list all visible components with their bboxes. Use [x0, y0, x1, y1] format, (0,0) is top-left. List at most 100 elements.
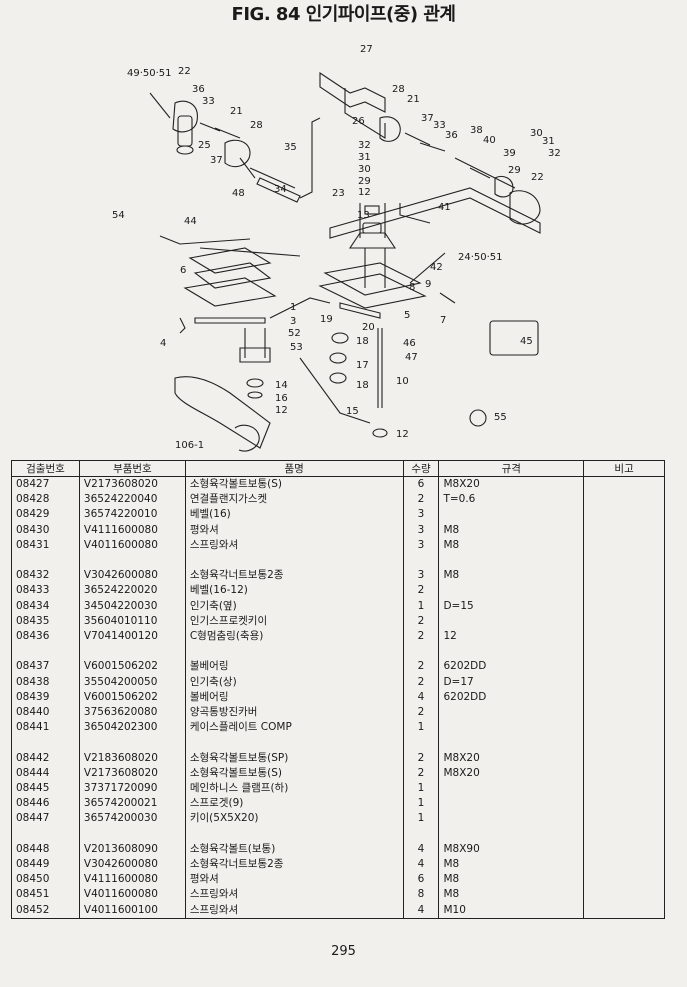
cell-name: 볼베어링: [184, 689, 404, 706]
group-spacer-row: [11, 735, 665, 751]
callout-label: 53: [290, 342, 303, 353]
cell-name: 소형육각볼트보통(S): [184, 765, 404, 782]
callout-label: 30: [530, 128, 543, 139]
cell-note: [583, 705, 665, 721]
cell-no: 08448: [11, 841, 80, 858]
cell-name: 소형육각너트보통2종: [184, 568, 404, 584]
cell-qty: 2: [402, 659, 440, 675]
spacer-cell: [583, 553, 665, 569]
cell-part: V2183608020: [78, 750, 186, 766]
callout-label: 22: [531, 172, 544, 183]
callout-label: 29: [358, 176, 371, 187]
cell-part: 36524220020: [78, 583, 186, 599]
cell-name: 스프링와셔: [184, 537, 404, 554]
cell-no: 08435: [11, 613, 80, 630]
callout-label: 44: [184, 216, 197, 227]
cell-spec: [438, 613, 585, 630]
cell-note: [583, 841, 665, 858]
group-spacer-row: [11, 644, 665, 660]
column-header: 비고: [583, 460, 665, 477]
callout-label: 23: [332, 188, 345, 199]
cell-spec: M8: [438, 522, 585, 538]
cell-part: 36574200030: [78, 811, 186, 827]
spacer-cell: [402, 553, 440, 569]
callout-label: 38: [470, 125, 483, 136]
cell-note: [583, 629, 665, 645]
cell-spec: D=17: [438, 674, 585, 690]
cell-no: 08430: [11, 522, 80, 538]
cell-no: 08444: [11, 765, 80, 782]
spacer-cell: [184, 553, 404, 569]
cell-spec: 6202DD: [438, 689, 585, 706]
callout-label: 4: [160, 338, 166, 349]
callout-label: 27: [360, 44, 373, 55]
callout-label: 6: [180, 265, 186, 276]
cell-name: 소형육각너트보통2종: [184, 857, 404, 873]
cell-qty: 4: [402, 689, 440, 706]
cell-name: 소형육각볼트보통(S): [184, 476, 404, 493]
spacer-cell: [438, 735, 585, 751]
cell-qty: 3: [402, 507, 440, 523]
cell-name: 평와셔: [184, 522, 404, 538]
cell-spec: M8: [438, 872, 585, 888]
callout-label: 7: [440, 315, 446, 326]
spacer-cell: [11, 644, 80, 660]
cell-name: 스프로겟(9): [184, 796, 404, 812]
column-header: 부품번호: [78, 460, 186, 477]
callout-label: 106-1: [175, 440, 204, 451]
cell-name: 소형육각볼트(보통): [184, 841, 404, 858]
callout-label: 36: [192, 84, 205, 95]
cell-part: V3042600080: [78, 568, 186, 584]
cell-spec: 12: [438, 629, 585, 645]
callout-label: 46: [403, 338, 416, 349]
cell-note: [583, 689, 665, 706]
cell-spec: M8: [438, 857, 585, 873]
callout-label: 15: [346, 406, 359, 417]
callout-label: 24·50·51: [458, 252, 503, 263]
cell-spec: M8: [438, 887, 585, 903]
cell-part: V2173608020: [78, 476, 186, 493]
spacer-cell: [78, 553, 186, 569]
cell-name: 메인하니스 클램프(하): [184, 781, 404, 797]
callout-label: 8: [409, 282, 415, 293]
callout-label: 20: [362, 322, 375, 333]
callout-label: 39: [503, 148, 516, 159]
cell-spec: D=15: [438, 598, 585, 614]
cell-spec: [438, 781, 585, 797]
cell-qty: 4: [402, 857, 440, 873]
spacer-cell: [184, 826, 404, 842]
callout-label: 26: [352, 116, 365, 127]
callout-label: 33: [433, 120, 446, 131]
cell-spec: 6202DD: [438, 659, 585, 675]
cell-spec: [438, 811, 585, 827]
callout-label: 12: [275, 405, 288, 416]
cell-no: 08431: [11, 537, 80, 554]
cell-spec: M8X20: [438, 476, 585, 493]
cell-no: 08449: [11, 857, 80, 873]
cell-name: 베벨(16): [184, 507, 404, 523]
callout-label: 28: [392, 84, 405, 95]
cell-part: V4111600080: [78, 522, 186, 538]
cell-name: 인기스프로켓키이: [184, 613, 404, 630]
cell-note: [583, 583, 665, 599]
callout-label: 12: [358, 187, 371, 198]
cell-qty: 3: [402, 568, 440, 584]
callout-label: 55: [494, 412, 507, 423]
cell-spec: M8X90: [438, 841, 585, 858]
cell-no: 08452: [11, 902, 80, 919]
cell-qty: 2: [402, 674, 440, 690]
callout-label: 36: [445, 130, 458, 141]
page-number: 295: [331, 944, 356, 959]
callout-label: 42: [430, 262, 443, 273]
cell-name: 인기축(상): [184, 674, 404, 690]
